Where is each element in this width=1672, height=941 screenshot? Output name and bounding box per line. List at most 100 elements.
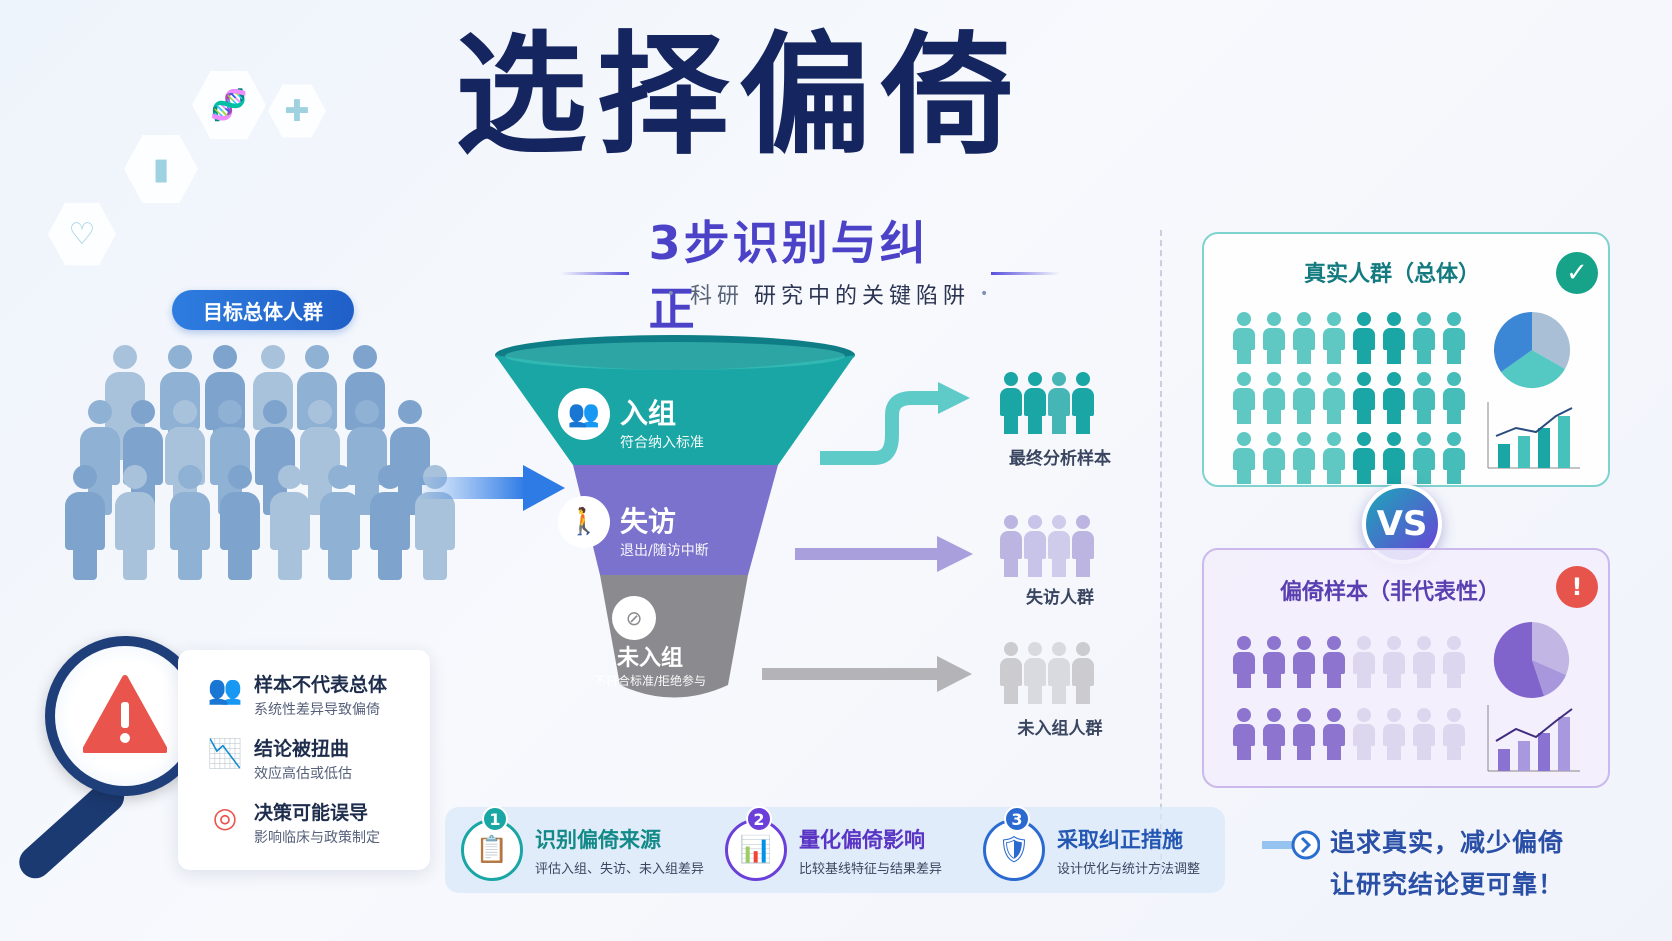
tagline-text: 研究中的关键陷阱 xyxy=(754,284,971,309)
dot-icon: • xyxy=(980,286,994,302)
check-icon: ✓ xyxy=(1556,252,1598,294)
person-figure xyxy=(1320,312,1348,364)
person-figure xyxy=(1230,312,1258,364)
person-figure xyxy=(1350,372,1378,424)
consequence-title: 样本不代表总体 xyxy=(254,674,388,696)
motto: 追求真实，减少偏倚 让研究结论更可靠！ xyxy=(1330,823,1650,901)
person-figure xyxy=(1048,515,1070,577)
final-sample-group xyxy=(1000,372,1094,434)
step-desc: 设计优化与统计方法调整 xyxy=(1057,861,1201,877)
motto-line: 让研究结论更可靠！ xyxy=(1330,870,1565,899)
outcome-label: 最终分析样本 xyxy=(1009,449,1111,469)
dna-icon: 🧬 xyxy=(192,70,266,140)
target-population-badge: 目标总体人群 xyxy=(172,290,354,330)
funnel-stage-desc: 符合纳入标准 xyxy=(620,435,704,451)
person-figure xyxy=(170,465,210,580)
not-enrolled-group xyxy=(1000,642,1094,704)
consequence-desc: 系统性差异导致偏倚 xyxy=(254,702,380,718)
pie-chart-icon xyxy=(1493,311,1571,389)
funnel-stage-name: 未入组 xyxy=(616,646,683,671)
subtitle: 3步识别与纠正 xyxy=(560,207,1060,339)
person-figure xyxy=(1024,372,1046,434)
bar-chart-icon: ▮ xyxy=(124,134,198,204)
walking-person-icon: 🚶 xyxy=(558,496,610,548)
person-figure xyxy=(1410,636,1438,688)
person-figure xyxy=(1230,372,1258,424)
person-figure xyxy=(1380,432,1408,484)
person-figure xyxy=(1230,432,1258,484)
person-figure xyxy=(1024,642,1046,704)
step-1: 📋1 识别偏倚来源评估入组、失访、未入组差异 xyxy=(461,806,704,893)
person-figure xyxy=(1380,708,1408,760)
person-figure xyxy=(1260,372,1288,424)
arrow-icon xyxy=(1262,830,1320,860)
pie-chart-icon xyxy=(1493,621,1570,698)
divider xyxy=(1160,230,1162,880)
funnel-label-enrolled: 入组 符合纳入标准 xyxy=(620,392,704,452)
outcome-label: 失访人群 xyxy=(1026,588,1094,608)
arrow-icon xyxy=(795,536,973,572)
funnel-segment-lost xyxy=(573,465,778,575)
funnel-stage-name: 失访 xyxy=(620,505,677,538)
step-title: 识别偏倚来源 xyxy=(535,827,661,852)
person-figure xyxy=(270,465,310,580)
person-figure xyxy=(1440,432,1468,484)
person-figure xyxy=(1320,372,1348,424)
population-crowd xyxy=(65,345,455,605)
page-title: 选择偏倚 xyxy=(455,19,1023,173)
motto-line: 追求真实，减少偏倚 xyxy=(1330,828,1565,857)
person-figure xyxy=(1290,372,1318,424)
person-figure xyxy=(1350,708,1378,760)
person-figure xyxy=(1440,372,1468,424)
person-figure xyxy=(1350,312,1378,364)
distorted-chart-icon: 📉 xyxy=(207,736,243,770)
person-figure xyxy=(1048,642,1070,704)
step-title: 采取纠正措施 xyxy=(1057,827,1183,852)
person-figure xyxy=(1440,636,1468,688)
true-population-people xyxy=(1230,312,1468,484)
person-figure xyxy=(1290,432,1318,484)
true-population-card: 真实人群（总体） ✓ xyxy=(1202,232,1610,487)
dot-icon: • xyxy=(666,286,680,302)
person-figure xyxy=(1260,312,1288,364)
consequences-panel: 👥 样本不代表总体系统性差异导致偏倚 📉 结论被扭曲效应高估或低估 ◎ 决策可能… xyxy=(178,650,430,870)
person-figure xyxy=(1290,636,1318,688)
person-figure xyxy=(115,465,155,580)
person-figure xyxy=(1000,372,1022,434)
person-figure xyxy=(1320,636,1348,688)
biased-sample-card: 偏倚样本（非代表性） ! xyxy=(1202,548,1610,788)
person-figure xyxy=(1048,372,1070,434)
person-figure xyxy=(1290,312,1318,364)
person-figure xyxy=(1380,372,1408,424)
funnel-label-excluded: 未入组 不符合标准/拒绝参与 xyxy=(585,640,715,689)
step-desc: 比较基线特征与结果差异 xyxy=(799,861,943,877)
bar-chart-icon xyxy=(1487,402,1580,469)
people-icon: 👥 xyxy=(207,672,243,706)
funnel-stage-desc: 不符合标准/拒绝参与 xyxy=(593,674,707,688)
person-figure xyxy=(65,465,105,580)
divider xyxy=(991,271,1060,275)
person-figure xyxy=(320,465,360,580)
consequence-item: ◎ 决策可能误导影响临床与政策制定 xyxy=(206,798,380,847)
person-figure xyxy=(1024,515,1046,577)
subtitle-text: 3步识别与纠正 xyxy=(648,216,929,336)
step-number: 2 xyxy=(746,806,772,832)
person-figure xyxy=(1410,432,1438,484)
consequence-title: 决策可能误导 xyxy=(254,802,369,824)
step-title: 量化偏倚影响 xyxy=(799,827,925,852)
arrow-icon xyxy=(762,656,972,692)
lost-followup-group xyxy=(1000,515,1094,577)
clipboard-icon: 📋1 xyxy=(461,806,523,881)
card-title: 偏倚样本（非代表性） xyxy=(1280,580,1501,605)
person-figure xyxy=(1350,636,1378,688)
consequence-title: 结论被扭曲 xyxy=(254,738,350,760)
arrow-icon xyxy=(820,382,970,465)
biased-sample-people xyxy=(1230,636,1468,760)
person-figure xyxy=(370,465,410,580)
person-figure xyxy=(1230,708,1258,760)
person-figure xyxy=(1000,642,1022,704)
person-figure xyxy=(1290,708,1318,760)
person-figure xyxy=(1440,312,1468,364)
step-2: 📊2 量化偏倚影响比较基线特征与结果差异 xyxy=(725,806,943,893)
person-figure xyxy=(1380,636,1408,688)
